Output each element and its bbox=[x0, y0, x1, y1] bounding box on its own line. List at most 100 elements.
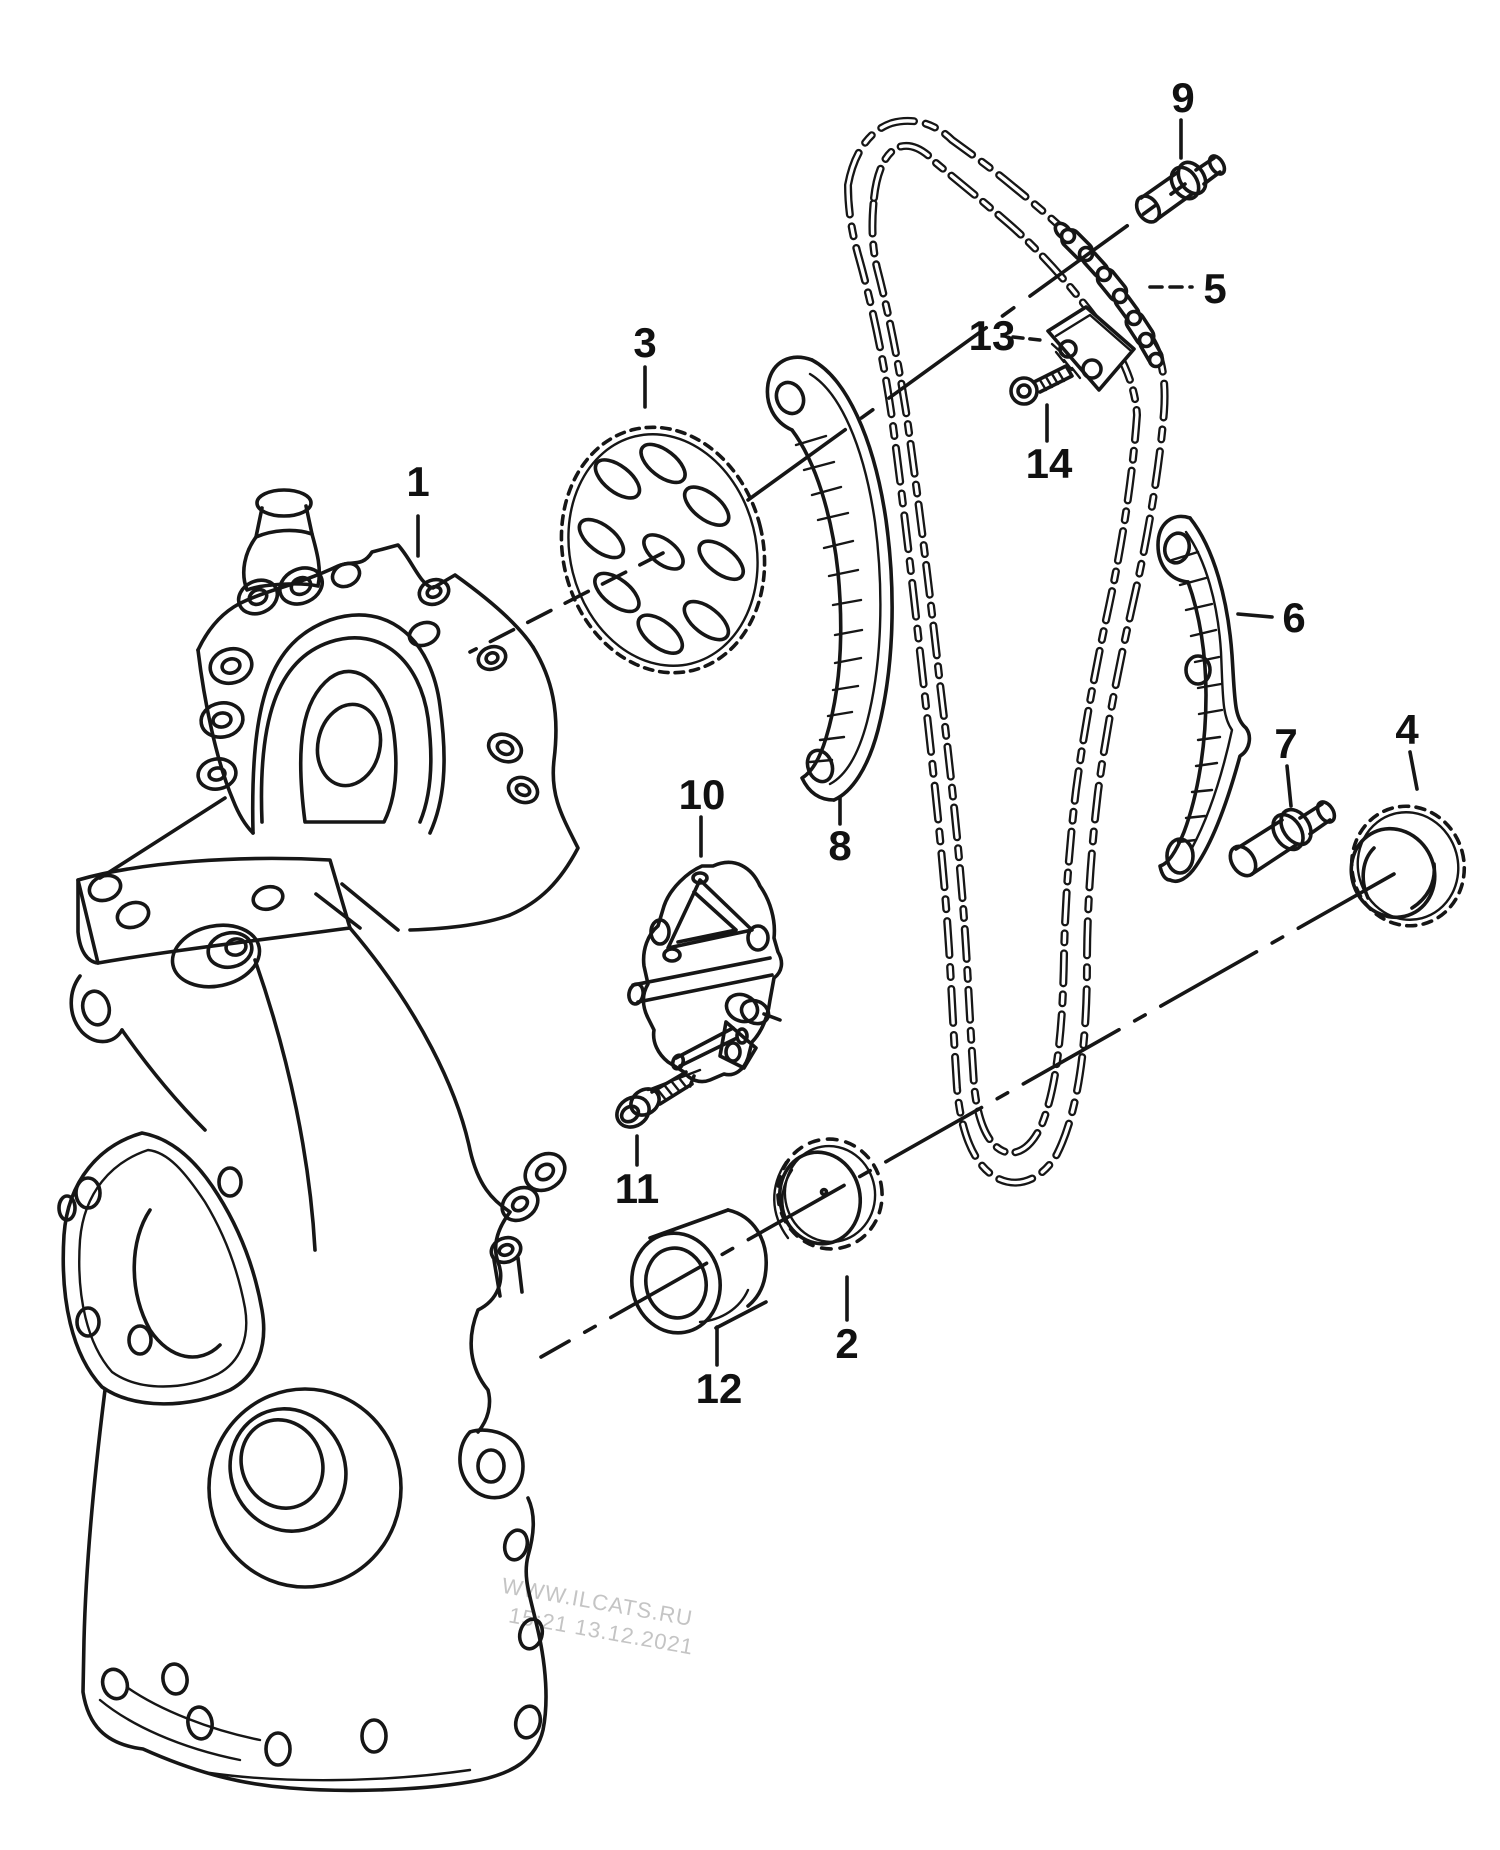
callout-label-4[interactable]: 4 bbox=[1395, 706, 1419, 753]
callouts: 1 2 3 4 5 6 7 8 bbox=[406, 74, 1419, 1412]
bolt-hole bbox=[251, 884, 285, 912]
bolt-threads bbox=[656, 1076, 689, 1102]
boss-ring bbox=[199, 701, 245, 739]
leader-line bbox=[1011, 335, 1042, 342]
timing-chain bbox=[844, 116, 1169, 1187]
callout-label-2[interactable]: 2 bbox=[835, 1320, 858, 1367]
roller-bushing bbox=[630, 1208, 768, 1335]
callout-label-8[interactable]: 8 bbox=[828, 822, 851, 869]
bolt-collar bbox=[1279, 807, 1313, 847]
arch-boss bbox=[407, 620, 441, 648]
callout-label-12[interactable]: 12 bbox=[696, 1365, 743, 1412]
bolt-hole bbox=[513, 1704, 543, 1740]
pan-bracket bbox=[458, 1428, 525, 1500]
pad-hole bbox=[1081, 358, 1103, 380]
callout-label-3[interactable]: 3 bbox=[633, 319, 656, 366]
seal-ring-inner bbox=[239, 1418, 325, 1510]
callout-14[interactable]: 14 bbox=[1026, 403, 1073, 487]
sprocket-slots bbox=[577, 442, 745, 655]
bolt-hole bbox=[502, 1528, 530, 1562]
crankshaft-sprocket bbox=[1349, 804, 1467, 928]
rail-foot-eye bbox=[805, 748, 835, 784]
rail-mid-boss bbox=[1184, 654, 1212, 686]
slot bbox=[639, 442, 687, 485]
callout-7[interactable]: 7 bbox=[1274, 720, 1298, 808]
cap-neck bbox=[254, 504, 314, 539]
rod-tip bbox=[670, 1053, 686, 1071]
boss-ring bbox=[500, 1185, 540, 1223]
boss-ring bbox=[523, 1151, 567, 1193]
bolt-hole bbox=[220, 657, 242, 675]
tensioner-pad bbox=[1046, 305, 1136, 392]
bolt-hole bbox=[247, 587, 269, 607]
bolt-head bbox=[615, 1095, 651, 1129]
bolt-hole bbox=[534, 1162, 556, 1182]
callout-label-11[interactable]: 11 bbox=[615, 1165, 659, 1212]
pivot-boss bbox=[746, 924, 770, 952]
boss-ring bbox=[486, 732, 524, 764]
callout-13[interactable]: 13 bbox=[969, 312, 1042, 359]
leader-line bbox=[1408, 750, 1419, 791]
callout-5[interactable]: 5 bbox=[1148, 265, 1227, 312]
callout-label-5[interactable]: 5 bbox=[1203, 265, 1226, 312]
mid-right-edge bbox=[348, 926, 512, 1434]
link-pin bbox=[1147, 351, 1165, 369]
callout-label-7[interactable]: 7 bbox=[1274, 720, 1297, 767]
mid-inner-contour bbox=[253, 958, 317, 1252]
boss-ring bbox=[489, 1235, 523, 1265]
callout-1[interactable]: 1 bbox=[406, 458, 430, 558]
rail-hatch-marks bbox=[794, 434, 864, 764]
bolt-washer bbox=[629, 1087, 661, 1117]
cam-sprocket-axis bbox=[468, 551, 665, 654]
hub-bore-arcs bbox=[1361, 846, 1437, 910]
callout-2[interactable]: 2 bbox=[835, 1275, 859, 1367]
pump-flange-holes bbox=[57, 1166, 243, 1356]
callout-label-6[interactable]: 6 bbox=[1282, 594, 1305, 641]
callout-6[interactable]: 6 bbox=[1236, 594, 1306, 641]
callout-11[interactable]: 11 bbox=[615, 1134, 659, 1212]
chain-outer-strand-highlight bbox=[846, 119, 1167, 1185]
left-edge-bosses bbox=[196, 646, 254, 791]
slot bbox=[697, 539, 745, 582]
crank-axis bbox=[539, 872, 1396, 1359]
lower-arm bbox=[69, 878, 124, 1044]
oval-boss-inner bbox=[206, 930, 254, 970]
rail-outer-edge bbox=[810, 358, 894, 802]
center-hole bbox=[642, 533, 685, 571]
callout-9[interactable]: 9 bbox=[1171, 74, 1195, 160]
callout-label-13[interactable]: 13 bbox=[969, 312, 1016, 359]
leader-line bbox=[1285, 764, 1293, 808]
arch-oval-hole bbox=[315, 702, 383, 788]
callout-label-1[interactable]: 1 bbox=[406, 458, 429, 505]
bolt-hole bbox=[510, 1195, 530, 1213]
link-pin bbox=[1111, 287, 1129, 305]
rail-pivot-eye bbox=[774, 380, 806, 416]
bolt-hole bbox=[425, 584, 443, 600]
callout-label-14[interactable]: 14 bbox=[1026, 440, 1073, 487]
tensioner-body bbox=[641, 860, 784, 1084]
callout-12[interactable]: 12 bbox=[696, 1325, 743, 1412]
callout-label-9[interactable]: 9 bbox=[1171, 74, 1194, 121]
bolt-tip-face bbox=[1315, 800, 1337, 824]
callout-8[interactable]: 8 bbox=[828, 795, 852, 869]
boss-ring bbox=[278, 566, 324, 606]
rail-outer-edge-inner bbox=[1184, 530, 1234, 850]
boss-ring bbox=[208, 646, 254, 686]
roller-inner-arc bbox=[698, 1288, 750, 1324]
cover-cap bbox=[242, 488, 322, 592]
callout-10[interactable]: 10 bbox=[679, 771, 726, 858]
bolt-hole bbox=[186, 1705, 214, 1741]
cover-right-edge-upper bbox=[408, 645, 580, 932]
chain-link-detail bbox=[1053, 221, 1165, 369]
bolt-hole bbox=[289, 575, 313, 597]
sprocket-rim bbox=[1356, 811, 1460, 921]
slot bbox=[593, 571, 641, 614]
slot bbox=[577, 517, 626, 560]
callout-4[interactable]: 4 bbox=[1395, 706, 1419, 791]
oil-pump-sprocket bbox=[773, 1137, 884, 1251]
callout-label-10[interactable]: 10 bbox=[679, 771, 726, 818]
bolt-hole bbox=[100, 1667, 130, 1701]
callout-3[interactable]: 3 bbox=[633, 319, 657, 409]
seal-ring bbox=[228, 1407, 348, 1533]
